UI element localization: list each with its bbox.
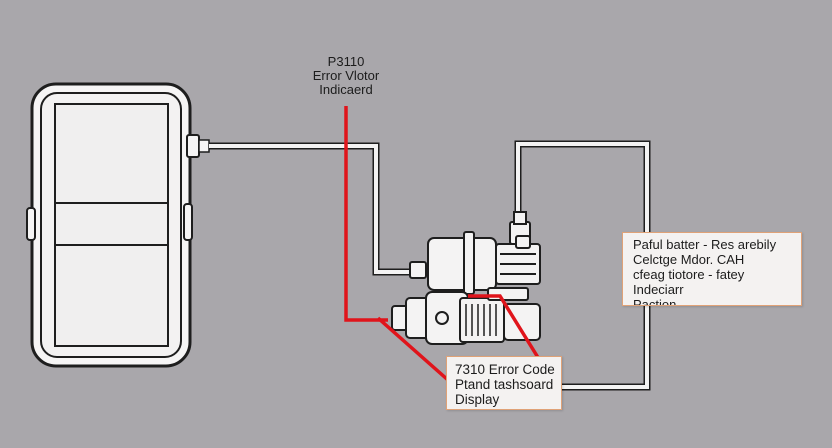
bottom-label-line-3: Display bbox=[455, 392, 500, 407]
right-label-line-4: Indeciarr bbox=[633, 282, 684, 297]
error-code-display-box: 7310 Error Code Ptand tashsoard Display bbox=[446, 356, 562, 410]
right-label-line-3: cfeag tiotore - fatey bbox=[633, 267, 745, 282]
right-label-line-2: Celctge Mdor. CAH bbox=[633, 252, 745, 267]
right-label-line-5: Paction bbox=[633, 297, 677, 306]
bottom-label-line-2: Ptand tashsoard bbox=[455, 377, 554, 392]
top-label-line-1: P3110 bbox=[327, 54, 365, 69]
phone-device-icon bbox=[26, 82, 210, 368]
right-info-box: Paful batter - Res arebily Celctge Mdor.… bbox=[622, 232, 802, 306]
right-label-line-1: Paful batter - Res arebily bbox=[633, 237, 777, 252]
top-label-line-3: Indicaerd bbox=[319, 82, 373, 97]
top-error-label: P3110 Error Vlotor Indicaerd bbox=[296, 55, 396, 97]
top-label-line-2: Error Vlotor bbox=[312, 68, 380, 83]
bottom-label-line-1: 7310 Error Code bbox=[455, 362, 555, 377]
